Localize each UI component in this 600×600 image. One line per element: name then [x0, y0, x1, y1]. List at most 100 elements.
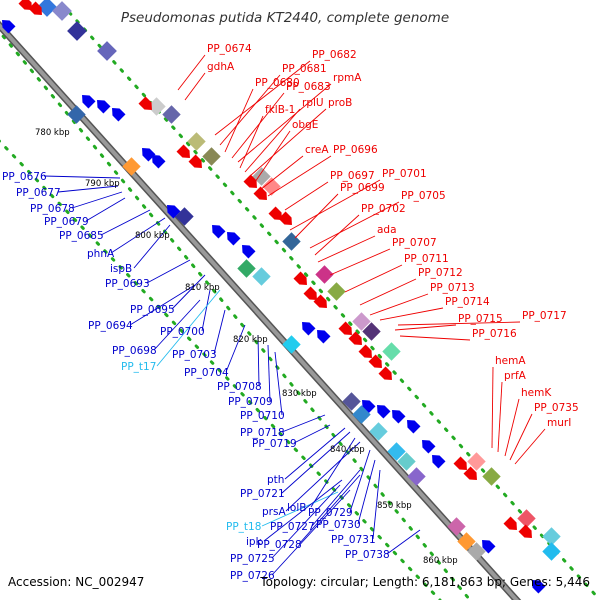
gene-arrow [432, 455, 446, 469]
gene-label-forward[interactable]: PP_0699 [340, 182, 385, 194]
gene-label-reverse[interactable]: ipk [246, 536, 263, 548]
kbp-tick-label: 790 kbp [85, 179, 120, 189]
gene-label-reverse[interactable]: ispB [110, 263, 132, 275]
gene-label-reverse[interactable]: PP_0718 [240, 427, 285, 439]
gene-label-reverse[interactable]: PP_0727 [270, 521, 315, 533]
accession-text: Accession: NC_002947 [8, 575, 144, 589]
gene-label-reverse[interactable]: pth [267, 474, 284, 486]
leader-line-forward [379, 307, 444, 321]
gene-label-reverse[interactable]: PP_0726 [230, 570, 275, 582]
gene-arrow [377, 405, 391, 419]
gene-label-forward[interactable]: PP_0701 [382, 168, 427, 180]
gene-label-reverse[interactable]: PP_0678 [30, 203, 75, 215]
gene-label-reverse[interactable]: PP_0738 [345, 549, 390, 561]
gene-label-forward[interactable]: creA [305, 144, 329, 156]
leader-line-reverse [110, 217, 166, 254]
gene-label-reverse[interactable]: PP_0721 [240, 488, 285, 500]
leader-line-forward [504, 398, 520, 457]
gene-label-reverse[interactable]: PP_0709 [228, 396, 273, 408]
gene-label-reverse[interactable]: PP_0725 [230, 553, 275, 565]
gene-label-reverse[interactable]: PP_0728 [257, 539, 302, 551]
gene-label-forward[interactable]: PP_0683 [286, 81, 331, 93]
gene-label-reverse[interactable]: PP_0731 [331, 534, 376, 546]
gene-arrow [242, 245, 256, 259]
gene-label-forward[interactable]: PP_0674 [207, 43, 252, 55]
gene-label-reverse[interactable]: PP_0704 [184, 367, 229, 379]
gene-label-reverse[interactable]: PP_0700 [160, 326, 205, 338]
leader-line-reverse [171, 274, 206, 310]
gene-label-forward[interactable]: PP_0714 [445, 296, 490, 308]
gene-label-forward[interactable]: rpmA [333, 72, 362, 84]
gene-label-forward[interactable]: obgE [292, 119, 318, 131]
gene-label-forward[interactable]: fklB-1 [265, 104, 295, 116]
gene-label-forward[interactable]: PP_0680 [255, 77, 300, 89]
kbp-tick-label: 780 kbp [35, 128, 70, 138]
gene-label-forward[interactable]: PP_0682 [312, 49, 357, 61]
leader-line-reverse [298, 474, 361, 545]
gene-label-reverse[interactable]: PP_0677 [16, 187, 61, 199]
gene-block [67, 21, 87, 41]
gene-label-forward[interactable]: proB [328, 97, 352, 109]
gene-arrow [293, 271, 307, 285]
gene-label-reverse[interactable]: PP_0695 [130, 304, 175, 316]
gene-block [175, 207, 194, 226]
gene-label-reverse[interactable]: PP_0694 [88, 320, 133, 332]
gene-label-forward[interactable]: rplU [302, 97, 324, 109]
gene-label-forward[interactable]: hemK [521, 387, 552, 399]
gene-label-reverse[interactable]: PP_t18 [226, 521, 261, 533]
gene-label-forward[interactable]: PP_0735 [534, 402, 579, 414]
gene-block [369, 422, 388, 441]
gene-label-reverse[interactable]: PP_0719 [252, 438, 297, 450]
gene-label-reverse[interactable]: PP_0730 [316, 519, 361, 531]
gene-label-forward[interactable]: PP_0705 [401, 190, 446, 202]
gene-label-forward[interactable]: PP_0702 [361, 203, 406, 215]
gene-labels: PP_0674gdhAPP_0682PP_0681PP_0680PP_0683r… [2, 43, 579, 582]
gene-label-forward[interactable]: PP_0707 [392, 237, 437, 249]
gene-label-reverse[interactable]: PP_0710 [240, 410, 285, 422]
gene-label-reverse[interactable]: lolB [287, 502, 306, 514]
gene-label-reverse[interactable]: PP_0676 [2, 171, 47, 183]
gene-label-reverse[interactable]: PP_0693 [105, 278, 150, 290]
leader-line-forward [394, 324, 457, 331]
gene-label-reverse[interactable]: PP_0703 [172, 349, 217, 361]
gene-arrow [112, 108, 126, 122]
gene-label-forward[interactable]: PP_0697 [330, 170, 375, 182]
kbp-tick-label: 800 kbp [135, 231, 170, 241]
gene-label-forward[interactable]: PP_0711 [404, 253, 449, 265]
map-title: Pseudomonas putida KT2440, complete geno… [121, 10, 449, 26]
gene-label-forward[interactable]: PP_0716 [472, 328, 517, 340]
leader-line-reverse [225, 324, 246, 373]
gene-arrow [28, 1, 42, 15]
gene-label-forward[interactable]: ada [377, 224, 397, 236]
gene-arrow [188, 154, 202, 168]
gene-label-reverse[interactable]: PP_0729 [308, 507, 353, 519]
leader-line-reverse [213, 309, 226, 355]
gene-label-reverse[interactable]: PP_0679 [44, 216, 89, 228]
gene-label-forward[interactable]: murI [547, 417, 571, 429]
leader-line-reverse [153, 299, 201, 351]
gene-block [252, 167, 271, 186]
gene-label-forward[interactable]: PP_0713 [430, 282, 475, 294]
gene-label-reverse[interactable]: PP_0685 [59, 230, 104, 242]
gene-label-forward[interactable]: PP_0681 [282, 63, 327, 75]
gene-arrow [313, 294, 327, 308]
gene-label-forward[interactable]: hemA [495, 355, 526, 367]
gene-label-forward[interactable]: PP_0696 [333, 144, 378, 156]
gene-label-reverse[interactable]: PP_0698 [112, 345, 157, 357]
leader-line-reverse [201, 289, 211, 332]
gene-label-forward[interactable]: PP_0715 [458, 313, 503, 325]
gene-label-forward[interactable]: gdhA [207, 61, 235, 73]
gene-label-forward[interactable]: PP_0717 [522, 310, 567, 322]
leader-line-reverse [311, 469, 361, 527]
gene-arrow [243, 174, 257, 188]
leader-line-reverse [267, 344, 271, 402]
gene-label-reverse[interactable]: PP_t17 [121, 361, 156, 373]
leader-line-reverse [293, 424, 331, 444]
gene-label-reverse[interactable]: prsA [262, 506, 286, 518]
gene-label-forward[interactable]: PP_0712 [418, 267, 463, 279]
gene-block [122, 157, 141, 176]
gene-label-forward[interactable]: prfA [504, 370, 527, 382]
gene-label-reverse[interactable]: phnA [87, 248, 115, 260]
leader-line-reverse [100, 209, 151, 236]
gene-label-reverse[interactable]: PP_0708 [217, 381, 262, 393]
